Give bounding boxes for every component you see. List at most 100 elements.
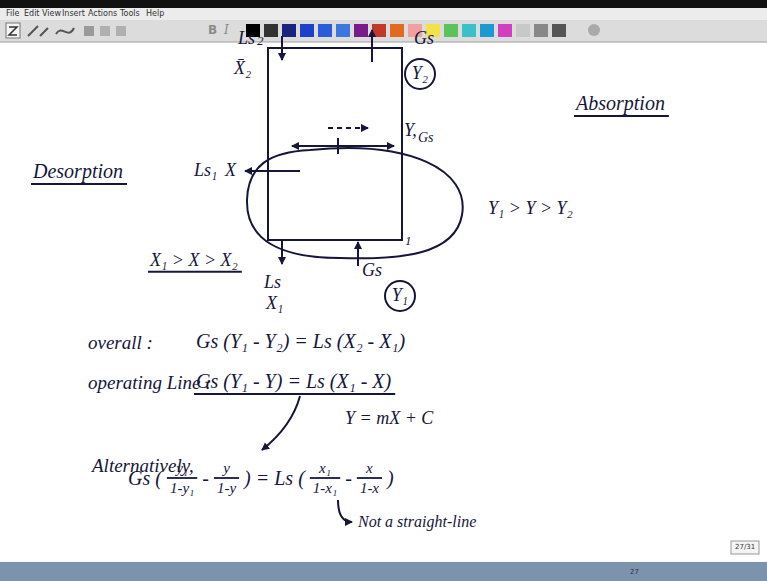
status-bar: [0, 562, 767, 581]
equation: y₁: [176, 460, 188, 477]
stream-label: 2: [257, 34, 264, 49]
toolbar-icon: [56, 28, 74, 34]
stream-label: X: [225, 160, 236, 181]
stream-label: X̄₂: [234, 58, 251, 79]
stream-label: Y,: [404, 120, 417, 141]
stream-label: Ls: [264, 272, 281, 293]
toolbar-icon: [116, 26, 126, 36]
equation: x₁: [319, 460, 331, 477]
colour-swatch: [300, 24, 314, 37]
control-volume-loop: [247, 148, 463, 258]
menu-item: Edit: [24, 9, 40, 18]
equation: 1-y₁: [170, 480, 194, 497]
stream-label: Gs: [362, 260, 382, 281]
section-heading: Absorption: [576, 92, 665, 115]
underline: [194, 393, 395, 395]
stream-label: Ls₁: [194, 160, 217, 181]
pointer-arrow: [262, 396, 300, 450]
stream-label: Ls: [238, 28, 255, 49]
colour-swatch: [480, 24, 494, 37]
toolbar-icon: [6, 23, 20, 38]
page-number: 27: [630, 568, 639, 576]
equation: 1-x₁: [313, 480, 337, 497]
hook-arrow: [338, 500, 352, 522]
gas-in-arrow: [357, 242, 359, 266]
equation: Gs (Y₁ - Y₂) = Ls (X₂ - X₁): [196, 330, 405, 353]
colour-swatch: [390, 24, 404, 37]
fraction-bar: [214, 477, 239, 479]
colour-swatch: [372, 24, 386, 37]
colour-swatch: [318, 24, 332, 37]
circled-symbol: Y₂: [404, 58, 436, 90]
equation-label: overall :: [88, 332, 153, 354]
colour-swatch: [444, 24, 458, 37]
colour-swatch: [462, 24, 476, 37]
colour-swatch: [264, 24, 278, 37]
section-heading: Desorption: [33, 160, 123, 183]
colour-swatch: [552, 24, 566, 37]
tool-bar-edge: [0, 42, 767, 43]
equation: Y = mX + C: [345, 408, 433, 429]
liquid-out-arrow: [281, 240, 283, 264]
colour-swatch: [516, 24, 530, 37]
equation: -: [345, 467, 352, 490]
equation: 1-x: [360, 480, 379, 497]
toolbar-icon: [9, 27, 17, 35]
stream-label: Gs: [418, 130, 434, 146]
stream-label: 1: [405, 234, 412, 249]
circled-symbol: Y₁: [384, 280, 416, 312]
stream-label: X₁: [266, 293, 283, 314]
arrow-tick: [337, 138, 339, 154]
equation: Gs (: [128, 467, 162, 490]
page-counter-box: [731, 541, 759, 554]
double-arrow: [292, 145, 394, 147]
stream-label: Gs: [414, 28, 434, 49]
fraction-bar: [310, 477, 340, 479]
underline: [31, 183, 127, 185]
equation: ): [387, 467, 394, 490]
stream-label: X₁ > X > X₂: [150, 250, 238, 271]
toolbar-icon: [100, 26, 110, 36]
menu-item: Tools: [120, 9, 140, 18]
equation: y: [223, 460, 230, 477]
equation-label: operating Line :: [88, 372, 212, 394]
note: Not a straight-line: [358, 513, 476, 531]
colour-swatch: [534, 24, 548, 37]
menu-bar: [0, 8, 767, 20]
dashed-arrow: [328, 127, 368, 129]
colour-swatch: [282, 24, 296, 37]
equation: 1-y: [217, 480, 236, 497]
equation: -: [202, 467, 209, 490]
page-number: 27/31: [735, 543, 755, 551]
colour-swatch: [498, 24, 512, 37]
colour-palette: [246, 24, 566, 37]
fraction-bar: [167, 477, 197, 479]
equation: x: [366, 460, 373, 477]
gas-out-arrow: [371, 30, 373, 62]
menu-item: Help: [146, 9, 164, 18]
toolbar-icon: [28, 26, 48, 36]
equation: ) = Ls (: [244, 467, 305, 490]
toolbar-icon: [84, 26, 94, 36]
column-outline: [268, 48, 402, 240]
fraction-bar: [357, 477, 382, 479]
menu-item: View: [42, 9, 61, 18]
equation: Gs (Y₁ - Y) = Ls (X₁ - X): [196, 370, 391, 393]
screen-border: [0, 0, 767, 8]
colour-swatch: [336, 24, 350, 37]
underline: [574, 115, 669, 117]
menu-item: Insert: [62, 9, 85, 18]
colour-swatch: [354, 24, 368, 37]
stream-label: Y₁ > Y > Y₂: [488, 198, 573, 219]
toolbar-button: I: [224, 24, 229, 38]
symbol-text: Y₂: [412, 64, 428, 84]
toolbar-button: B: [208, 24, 217, 38]
symbol-text: Y₁: [392, 286, 408, 306]
menu-item: Actions: [88, 9, 117, 18]
menu-item: File: [6, 9, 19, 18]
underline: [148, 271, 242, 273]
tool-bar: [0, 20, 767, 42]
toolbar-icon: [588, 24, 600, 36]
